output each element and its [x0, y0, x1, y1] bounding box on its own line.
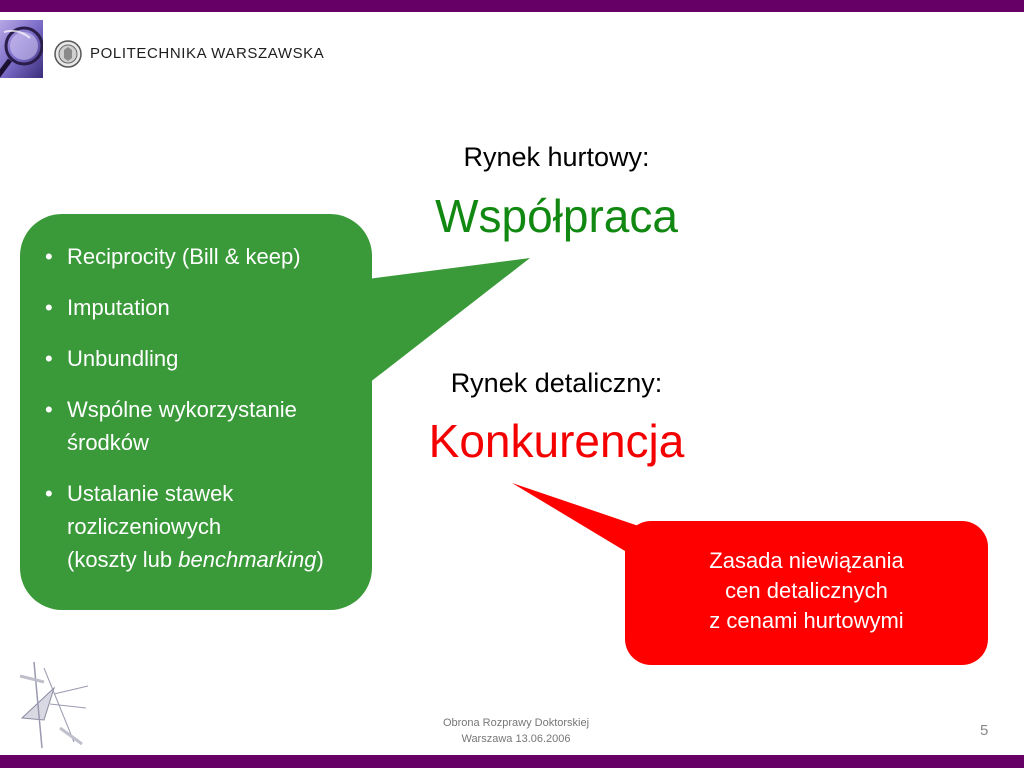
practices-list: • Reciprocity (Bill & keep) • Imputation…	[45, 240, 365, 594]
university-seal-icon	[54, 40, 82, 68]
university-name: POLITECHNIKA WARSZAWSKA	[90, 45, 325, 62]
wholesale-market-value: Współpraca	[435, 190, 678, 242]
red-callout-text: Zasada niewiązania cen detalicznych z ce…	[709, 548, 904, 633]
retail-market-label: Rynek detaliczny:	[450, 368, 663, 398]
magnifier-photo-icon	[0, 20, 43, 78]
page-number: 5	[980, 722, 989, 739]
retail-market-value: Konkurencja	[428, 415, 685, 467]
list-item: • Imputation	[45, 295, 170, 320]
list-item: • Wspólne wykorzystanie środków	[45, 397, 297, 455]
red-callout	[625, 521, 988, 665]
list-item: • Unbundling	[45, 346, 179, 371]
green-callout-pointer	[360, 258, 530, 390]
list-item: • Reciprocity (Bill & keep)	[45, 244, 301, 269]
green-callout	[20, 214, 372, 610]
list-item: • Ustalanie stawek rozliczeniowych (kosz…	[45, 481, 324, 572]
top-frame-bar	[0, 0, 1024, 12]
wholesale-market-label: Rynek hurtowy:	[463, 142, 650, 172]
bottom-frame-bar	[0, 755, 1024, 768]
footer-caption: Obrona Rozprawy Doktorskiej Warszawa 13.…	[442, 717, 590, 745]
conference-logo-icon	[14, 658, 94, 750]
